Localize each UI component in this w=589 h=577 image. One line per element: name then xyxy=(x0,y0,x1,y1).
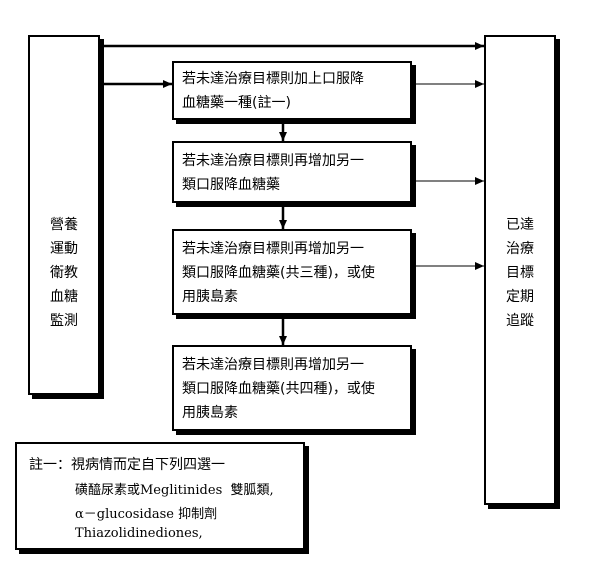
left-panel-line: 營養 xyxy=(50,217,78,233)
step-1-text: 若未達治療目標則加上口服降 血糖藥一種(註一) xyxy=(182,71,364,111)
left-panel-box: 營養 運動 衛教 血糖 監測 xyxy=(28,35,100,395)
step-box-3: 若未達治療目標則再增加另一 類口服降血糖藥(共三種)，或使 用胰島素 xyxy=(172,229,412,315)
right-panel-line: 已達 xyxy=(506,217,534,233)
note-line-2: 磺醯尿素或Meglitinides 雙胍類, xyxy=(75,483,274,498)
left-panel-line: 運動 xyxy=(50,241,78,257)
right-panel-line: 治療 xyxy=(506,241,534,257)
step-box-1: 若未達治療目標則加上口服降 血糖藥一種(註一) xyxy=(172,61,412,120)
left-panel-text: 營養 運動 衛教 血糖 監測 xyxy=(30,213,98,333)
step-2-text: 若未達治療目標則再增加另一 類口服降血糖藥 xyxy=(182,153,364,193)
left-panel-line: 監測 xyxy=(50,313,78,329)
step-4-text: 若未達治療目標則再增加另一 類口服降血糖藥(共四種)，或使 用胰島素 xyxy=(182,357,375,421)
right-panel-line: 定期 xyxy=(506,289,534,305)
left-panel-line: 衛教 xyxy=(50,265,78,281)
note-line-1: 註一：視病情而定自下列四選一 xyxy=(29,457,225,473)
step-3-text: 若未達治療目標則再增加另一 類口服降血糖藥(共三種)，或使 用胰島素 xyxy=(182,241,375,305)
step-box-4: 若未達治療目標則再增加另一 類口服降血糖藥(共四種)，或使 用胰島素 xyxy=(172,345,412,431)
note-line-3: α－glucosidase 抑制劑 xyxy=(75,507,218,522)
note-box: 註一：視病情而定自下列四選一 磺醯尿素或Meglitinides 雙胍類, α－… xyxy=(15,442,305,550)
step-box-2: 若未達治療目標則再增加另一 類口服降血糖藥 xyxy=(172,141,412,203)
right-panel-box: 已達 治療 目標 定期 追蹤 xyxy=(484,35,556,505)
note-line-4: Thiazolidinediones, xyxy=(75,526,203,541)
right-panel-text: 已達 治療 目標 定期 追蹤 xyxy=(486,213,554,333)
right-panel-line: 目標 xyxy=(506,265,534,281)
right-panel-line: 追蹤 xyxy=(506,313,534,329)
left-panel-line: 血糖 xyxy=(50,289,78,305)
